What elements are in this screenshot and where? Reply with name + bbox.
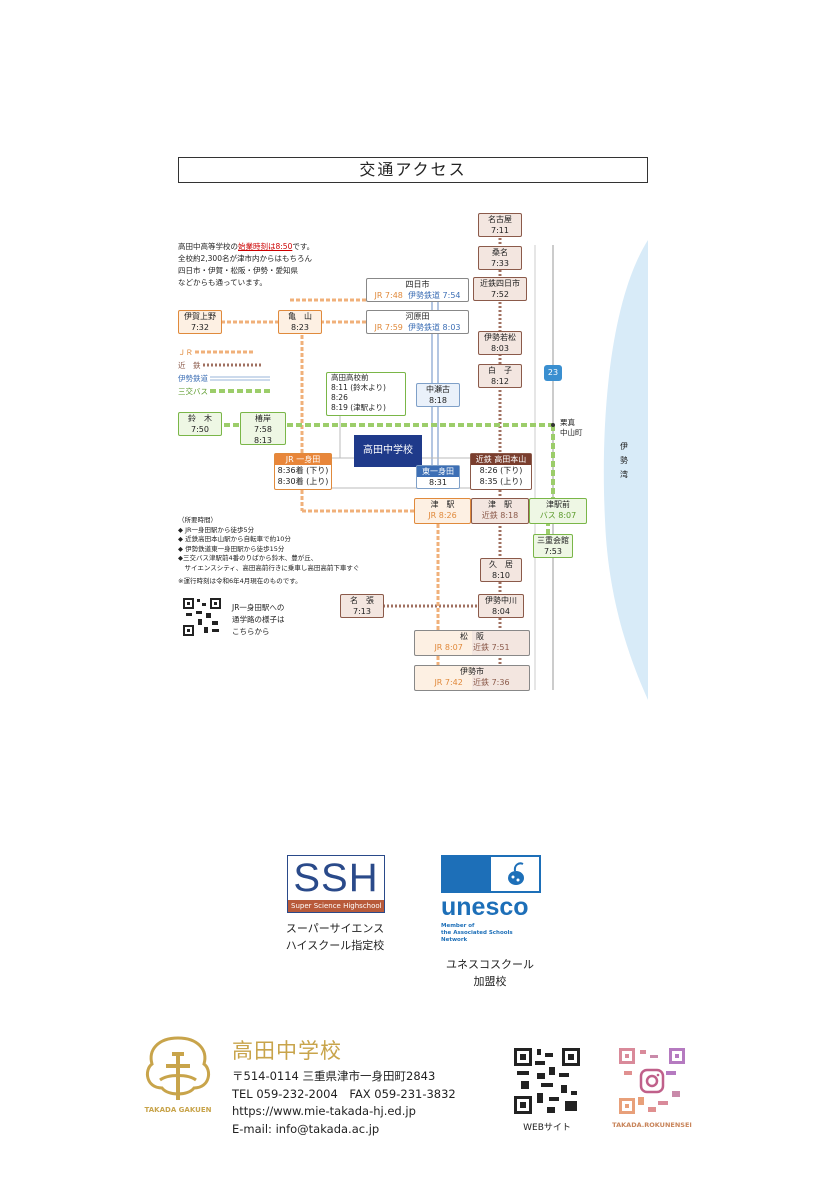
- takada-gakuen-logo: TAKADA GAKUEN: [145, 1036, 212, 1114]
- web-qr-code[interactable]: [513, 1047, 581, 1115]
- sea-label: 伊 勢 湾: [620, 442, 636, 479]
- route-23-badge: 23: [544, 365, 562, 381]
- ssh-logo: SSH Super Science Highschool: [287, 855, 385, 913]
- footer-email[interactable]: E-mail: info@takada.ac.jp: [232, 1121, 380, 1136]
- start-time-highlight: 始業時刻は8:50: [238, 242, 293, 251]
- unesco-wordmark: unesco: [441, 893, 529, 921]
- access-notes: （所要時間） ◆ JR一身田駅から徒歩5分 ◆ 近鉄高田本山駅から自転車で約10…: [178, 516, 360, 585]
- sea-shape: [603, 240, 648, 700]
- station-tsu-kintetsu: 津 駅近鉄 8:18: [471, 498, 529, 524]
- footer-school-name: 高田中学校: [232, 1039, 342, 1063]
- station-tsu-bus: 津駅前バス 8:07: [529, 498, 587, 524]
- svg-text:TAKADA GAKUEN: TAKADA GAKUEN: [145, 1106, 212, 1114]
- legend-jr: ＪＲ: [178, 348, 256, 357]
- legend-bus: 三交バス: [178, 387, 271, 396]
- legend-kintetsu: 近 鉄: [178, 361, 263, 370]
- bus-stop-dot: [551, 423, 555, 427]
- route-map-lines: [215, 238, 648, 700]
- school-marker: 高田中学校: [354, 435, 422, 467]
- legend-ise: 伊勢鉄道: [178, 374, 271, 383]
- station-takadahonzan: 近鉄 高田本山 8:26 (下り)8:35 (上り): [470, 453, 532, 490]
- instagram-qr-code[interactable]: [618, 1047, 686, 1115]
- unesco-emblem-icon: [508, 862, 524, 885]
- station-higashi-isshinden: 東一身田 8:31: [416, 465, 460, 489]
- station-jr-isshinden: JR 一身田 8:36着 (下り)8:30着 (上り): [274, 453, 332, 490]
- unesco-caption: ユネスコスクール加盟校: [446, 958, 534, 988]
- kuriya-label: 栗真中山町: [560, 418, 583, 437]
- unesco-logo: [441, 855, 541, 895]
- qr-caption: JR一身田駅への通学路の様子はこちらから: [232, 603, 285, 636]
- intro-text: 高田中高等学校の始業時刻は8:50です。 全校約2,300名が津市内からはもちろ…: [178, 242, 315, 287]
- page-title: 交通アクセス: [178, 157, 648, 183]
- web-qr-label: WEBサイト: [523, 1123, 571, 1133]
- ssh-caption: スーパーサイエンスハイスクール指定校: [285, 922, 385, 952]
- line-legend: ＪＲ 近 鉄 伊勢鉄道 三交バス: [178, 346, 271, 398]
- footer-address: 〒514-0114 三重県津市一身田町2843: [232, 1069, 436, 1083]
- footer-tel: TEL 059-232-2004 FAX 059-231-3832: [232, 1086, 456, 1101]
- footer-contact: 〒514-0114 三重県津市一身田町2843 TEL 059-232-2004…: [232, 1068, 456, 1138]
- instagram-qr-label: TAKADA.ROKUNENSEI: [612, 1121, 692, 1129]
- footer-url[interactable]: https://www.mie-takada-hj.ed.jp: [232, 1104, 416, 1118]
- route-qr-code[interactable]: [182, 597, 222, 637]
